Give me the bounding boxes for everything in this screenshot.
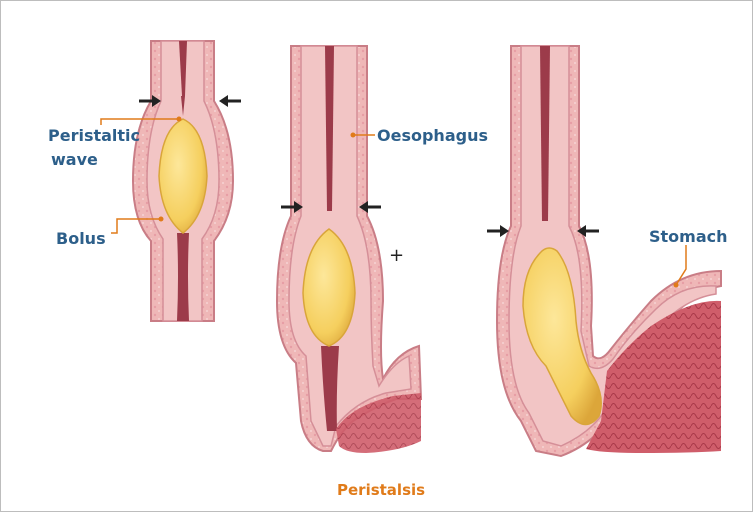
oesophagus-segment-3: [497, 46, 721, 456]
label-peristaltic-wave-line1: Peristaltic: [48, 126, 140, 145]
arrow-left-icon: [219, 95, 241, 107]
caption-peristalsis: Peristalsis: [337, 481, 425, 499]
label-stomach: Stomach: [649, 227, 728, 246]
arrow-right-icon: [487, 225, 509, 237]
label-peristaltic-wave-line2: wave: [51, 150, 98, 169]
oesophagus-segment-1: [133, 41, 233, 321]
label-oesophagus: Oesophagus: [377, 126, 488, 145]
plus-mark: +: [389, 245, 404, 266]
label-bolus: Bolus: [56, 229, 106, 248]
